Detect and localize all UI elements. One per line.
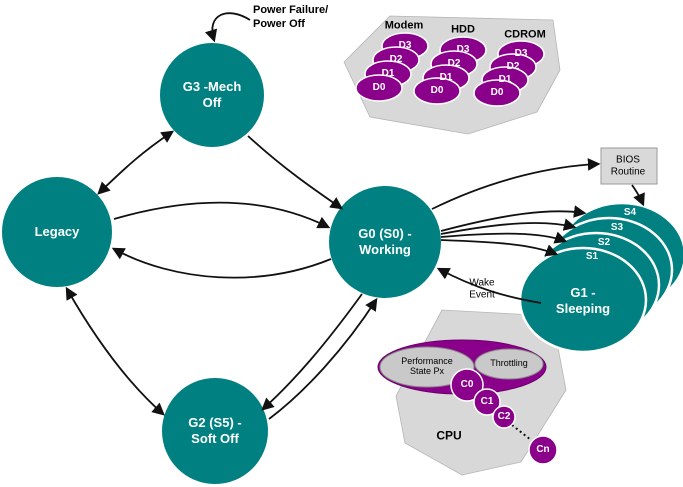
hdd-header: HDD bbox=[451, 23, 475, 36]
g3-circle bbox=[160, 43, 264, 147]
g0-circle bbox=[329, 186, 441, 298]
arrow-legacy-g2 bbox=[65, 286, 165, 416]
wake-event-label: Wake Event bbox=[469, 277, 495, 301]
performance-state-ellipse bbox=[379, 346, 475, 388]
hdd-d0-label: D0 bbox=[430, 85, 444, 96]
bios-routine-label: BIOS Routine bbox=[610, 154, 646, 178]
cn-label: Cn bbox=[536, 444, 550, 455]
c0-circle bbox=[450, 368, 484, 402]
performance-state-label: Performance State Px bbox=[401, 356, 453, 376]
modem-d3-label: D3 bbox=[398, 40, 412, 51]
cdrom-d1-label: D1 bbox=[498, 74, 512, 85]
legacy-circle bbox=[2, 177, 112, 287]
arrow-g0-to-bios bbox=[431, 158, 601, 210]
throttling-label: Throttling bbox=[490, 358, 528, 369]
hdd-d1-label: D1 bbox=[439, 72, 453, 83]
modem-d0-ellipse bbox=[355, 74, 403, 102]
cn-circle bbox=[528, 435, 558, 465]
arrow-wake-event-to-g0 bbox=[436, 267, 542, 304]
modem-d2-label: D2 bbox=[389, 54, 403, 65]
arrow-g0-to-legacy bbox=[111, 247, 332, 279]
arrow-g0-to-s4 bbox=[440, 205, 587, 232]
bios-routine-box bbox=[600, 147, 658, 185]
s4-label: S4 bbox=[623, 207, 637, 218]
g3-node-label: G3 -Mech Off bbox=[182, 78, 242, 110]
arrow-g0-to-g2 bbox=[261, 293, 363, 411]
arrow-legacy-to-g0 bbox=[113, 201, 331, 229]
c2-label: C2 bbox=[497, 411, 511, 422]
arrow-powerfailure-to-g3 bbox=[205, 12, 251, 43]
arrow-g0-to-s3 bbox=[440, 218, 577, 235]
power-failure-label: Power Failure/ Power Off bbox=[253, 4, 329, 30]
cpu-label: CPU bbox=[436, 428, 462, 443]
cdrom-header: CDROM bbox=[504, 28, 546, 41]
c1-label: C1 bbox=[480, 396, 494, 407]
g2-node-label: G2 (S5) - Soft Off bbox=[188, 414, 242, 446]
s1-label: S1 bbox=[585, 251, 599, 262]
c1-circle bbox=[473, 388, 501, 416]
g2-circle bbox=[162, 378, 268, 484]
cdrom-d2-label: D2 bbox=[506, 61, 520, 72]
g1-node-label: G1 - Sleeping bbox=[555, 284, 611, 316]
cdrom-d3-label: D3 bbox=[514, 48, 528, 59]
modem-d0-label: D0 bbox=[372, 82, 386, 93]
cdrom-d0-label: D0 bbox=[490, 87, 504, 98]
arrow-g3-to-g0 bbox=[247, 135, 344, 210]
s2-label: S2 bbox=[597, 237, 611, 248]
arrow-bios-to-s4 bbox=[631, 184, 645, 207]
cstate-dotted-connector bbox=[511, 424, 532, 441]
g0-node-label: G0 (S0) - Working bbox=[358, 225, 412, 257]
hdd-d3-label: D3 bbox=[456, 44, 470, 55]
arrow-legacy-g3 bbox=[97, 130, 175, 195]
modem-d1-label: D1 bbox=[381, 68, 395, 79]
legacy-node-label: Legacy bbox=[34, 223, 80, 239]
c0-label: C0 bbox=[460, 379, 474, 390]
s3-label: S3 bbox=[610, 222, 624, 233]
hdd-d2-label: D2 bbox=[447, 58, 461, 69]
s1-ellipse bbox=[518, 246, 648, 354]
arrow-g0-to-s2 bbox=[440, 231, 568, 244]
arrow-g0-to-s1 bbox=[440, 239, 559, 257]
cdrom-d0-ellipse bbox=[473, 79, 521, 107]
modem-header: Modem bbox=[384, 19, 424, 32]
arrow-g2-to-g0 bbox=[268, 297, 378, 420]
hdd-d0-ellipse bbox=[413, 77, 461, 105]
c2-circle bbox=[492, 405, 516, 429]
throttling-ellipse bbox=[474, 348, 544, 380]
